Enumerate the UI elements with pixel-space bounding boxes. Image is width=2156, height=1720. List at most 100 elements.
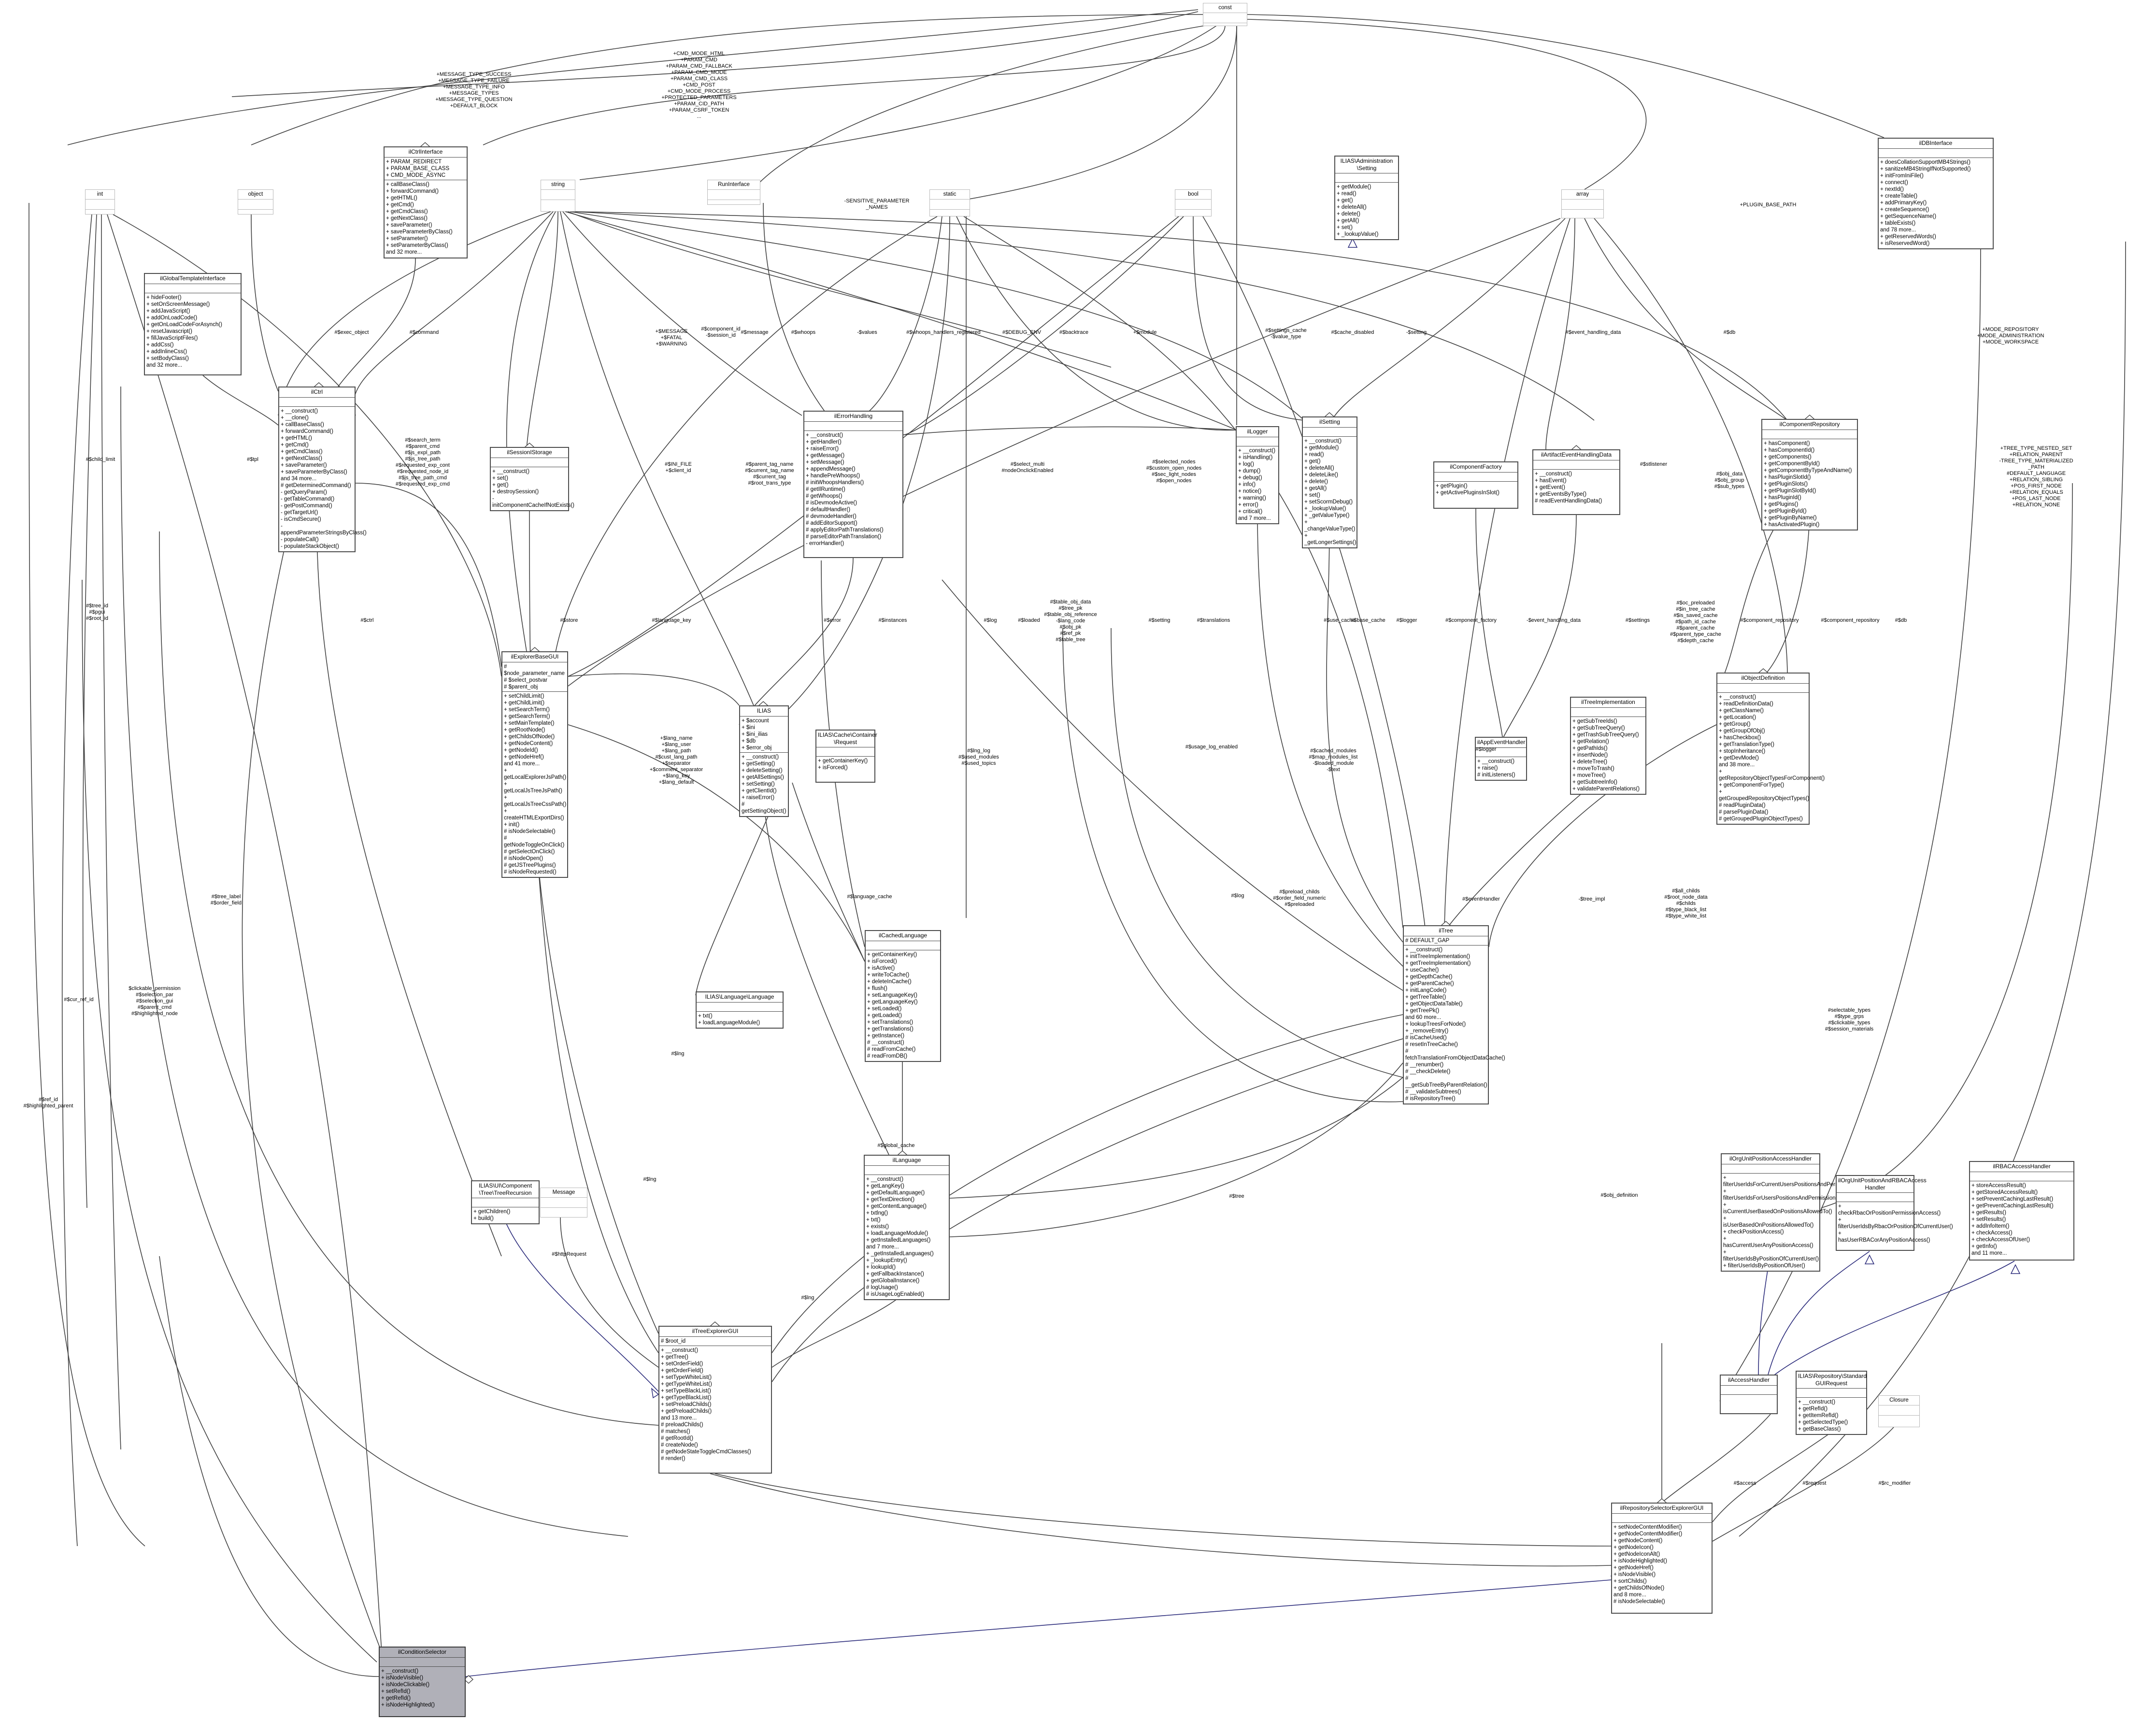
edge-label-l78: #selectable_types #$type_grps #$clickabl… — [1825, 1007, 1874, 1032]
uml-class-static[interactable]: static — [929, 189, 970, 216]
uml-class-array[interactable]: array — [1561, 189, 1604, 218]
edge-label-l60: -$tree_impl — [1578, 896, 1605, 902]
uml-class-ilExplorerBaseGUI[interactable]: ilExplorerBaseGUI# $node_parameter_name … — [501, 651, 568, 878]
edge-label-l75: #$cur_ref_id — [64, 997, 94, 1003]
uml-class-ilConditionSelector[interactable]: ilConditionSelector+ __construct() + isN… — [379, 1647, 466, 1717]
uml-class-ILIAS[interactable]: ILIAS+ $account + $ini + $ini_ilias + $d… — [739, 705, 789, 817]
uml-class-ilSetting[interactable]: ilSetting+ __construct() + getModule() +… — [1302, 416, 1357, 548]
uml-class-Closure[interactable]: Closure — [1878, 1395, 1920, 1427]
uml-class-ilAppEventHandler[interactable]: ilAppEventHandler+ __construct() + raise… — [1475, 737, 1527, 781]
uml-class-ilObjectDefinition[interactable]: ilObjectDefinition+ __construct() + read… — [1716, 673, 1825, 825]
uml-class-ilRBACAccessHandler[interactable]: ilRBACAccessHandler + storeAccessResult()… — [1969, 1161, 2074, 1261]
uml-class-ilRepositoryStandardGUIRequest[interactable]: ILIAS\Repository\Standard GUIRequest+ __… — [1796, 1371, 1867, 1435]
uml-class-ilRepositorySelectorExplorerGUI[interactable]: ilRepositorySelectorExplorerGUI+ setNode… — [1611, 1503, 1713, 1614]
uml-class-ilLogger[interactable]: ilLogger+ __construct() + isHandling() +… — [1236, 426, 1279, 524]
class-operations: + __construct() + getTree() + setOrderFi… — [661, 1347, 751, 1462]
edge-label-l5: +MODE_REPOSITORY +MODE_ADMINISTRATION +M… — [1977, 327, 2044, 345]
edge-label-l44: -$event_handling_data — [1527, 617, 1581, 623]
uml-class-ilComponentFactory[interactable]: ilComponentFactory + getPlugin() + getAct… — [1433, 461, 1518, 509]
edge-label-l22: #$child_limit — [86, 457, 115, 462]
class-attributes — [1562, 200, 1603, 210]
class-title: object — [238, 190, 273, 200]
class-title: ilLogger — [1237, 427, 1278, 437]
class-attributes — [1612, 1514, 1712, 1523]
uml-class-ilCtrlInterface[interactable]: ilCtrlInterface+ PARAM_REDIRECT + PARAM_… — [384, 146, 468, 258]
uml-class-ilTreeImplementation[interactable]: ilTreeImplementation+ getSubTreeIds() + … — [1570, 697, 1646, 795]
edge-label-l50: +TREE_TYPE_NESTED_SET +RELATION_PARENT -… — [1999, 445, 2073, 508]
uml-class-ilLanguage[interactable]: ilLanguage+ __construct() + getLangKey()… — [864, 1155, 950, 1300]
uml-class-bool[interactable]: bool — [1175, 189, 1212, 216]
uml-class-ilAccessHandler[interactable]: ilAccessHandler — [1720, 1375, 1778, 1414]
class-attributes — [1879, 1405, 1919, 1416]
class-attributes — [930, 200, 970, 210]
uml-class-ilLanguageLanguage[interactable]: ILIAS\Language\Language+ txt() + loadLan… — [696, 991, 784, 1029]
uml-class-int[interactable]: int — [85, 189, 115, 215]
edge-label-l32: #$store — [560, 617, 578, 623]
uml-class-ilCtrl[interactable]: ilCtrl+ __construct() + __clone() + call… — [278, 387, 367, 552]
class-attributes — [86, 200, 114, 210]
uml-class-object[interactable]: object — [238, 189, 273, 215]
class-attributes — [865, 1166, 949, 1175]
uml-class-ilOrgUnitPositionAccessHandler[interactable]: ilOrgUnitPositionAccessHandler+ filterUs… — [1721, 1153, 1858, 1272]
edge-label-l70: #$httpRequest — [552, 1251, 586, 1257]
edge-label-l34: #$error — [824, 617, 841, 623]
class-operations: + checkRbacOrPositionPermissionAccess() … — [1838, 1204, 1953, 1244]
edge-label-l35: #$instances — [878, 617, 907, 623]
uml-class-ilDBInterface[interactable]: ilDBInterface+ doesCollationSupportMB4St… — [1878, 138, 1994, 249]
uml-class-ilTreeExplorerGUI[interactable]: ilTreeExplorerGUI# $root_id+ __construct… — [658, 1326, 772, 1474]
edge-label-l10: #$message — [741, 330, 769, 335]
class-attributes — [1717, 684, 1809, 693]
class-operations: + getPlugin() + getActivePluginsInSlot() — [1436, 483, 1499, 496]
class-attributes — [1879, 149, 1993, 158]
edge-label-l8: #$component_id -$session_id — [701, 326, 741, 338]
uml-class-RunInterface[interactable]: RunInterface — [707, 180, 760, 205]
class-operations: + __construct() + getRefId() + getItemRe… — [1798, 1399, 1848, 1433]
edge-label-l29: #$stlistener — [1640, 461, 1668, 467]
class-operations — [238, 210, 273, 212]
class-title: ilArtifactEventHandlingData — [1533, 450, 1619, 460]
edge-label-l59: #$logger — [1475, 746, 1497, 752]
edge-label-l7: #$command — [409, 330, 439, 335]
class-attributes — [1175, 200, 1211, 210]
uml-class-ilErrorHandling[interactable]: ilErrorHandling+ __construct() + getHand… — [803, 411, 903, 558]
edge-label-l66: #$lng — [671, 1051, 685, 1057]
class-title: ilRBACAccessHandler — [1970, 1162, 2073, 1172]
edge-label-l46: #$oc_preloaded #$in_tree_cache #$is_save… — [1670, 600, 1721, 644]
edge-label-l15: #$backtrace — [1059, 330, 1088, 335]
class-attributes — [816, 747, 874, 757]
uml-class-ilGlobalTemplateInterface[interactable]: ilGlobalTemplateInterface+ hideFooter() … — [144, 273, 242, 375]
class-operations — [541, 1208, 587, 1210]
edge-label-l56: #$lng_log #$used_modules #$used_topics — [958, 748, 999, 766]
class-attributes — [1434, 473, 1517, 482]
edge-label-l21: #$db — [1723, 330, 1736, 335]
uml-class-string[interactable]: string — [541, 180, 575, 212]
uml-class-ilArtifactEventHandlingData[interactable]: ilArtifactEventHandlingData+ __construct… — [1532, 449, 1620, 515]
class-operations — [1203, 23, 1247, 26]
edge-label-l26: #$parent_tag_name #$current_tag_name #$c… — [745, 461, 794, 486]
uml-class-ilCacheContainerRequest[interactable]: ILIAS\Cache\Container \Request+ getConta… — [815, 730, 877, 783]
edge-label-l62: #$eventHandler — [1462, 896, 1500, 902]
class-operations — [1721, 1395, 1777, 1397]
class-title: ilComponentFactory — [1434, 462, 1517, 473]
uml-class-ilComponentRepository[interactable]: ilComponentRepository+ hasComponent() + … — [1761, 419, 1858, 530]
edge-label-l11: #$whoops — [791, 330, 816, 335]
uml-class-const[interactable]: const — [1203, 3, 1247, 27]
uml-class-Message[interactable]: Message — [540, 1188, 587, 1218]
edge-label-l31: #$ctrl — [360, 617, 374, 623]
edge-label-l40: #$translations — [1197, 617, 1230, 623]
uml-class-ilSessionIStorage[interactable]: ilSessionIStorage+ __construct() + set()… — [490, 447, 574, 511]
edge-label-l64: #$preload_childs #$order_field_numeric #… — [1273, 889, 1326, 907]
uml-class-ilUIComponentTreeRecursion[interactable]: ILIAS\UI\Component \Tree\TreeRecursion+ … — [471, 1180, 540, 1225]
uml-class-ilOrgUnitPositionAndRBACAccessHandler[interactable]: ilOrgUnitPositionAndRBACAccess Handler+ … — [1836, 1175, 1953, 1251]
class-attributes — [279, 398, 355, 407]
class-operations: + storeAccessResult() + getStoredAccessR… — [1971, 1182, 2054, 1256]
uml-class-ilCachedLanguage[interactable]: ilCachedLanguage+ getContainerKey() + is… — [865, 930, 941, 1062]
class-attributes — [1762, 430, 1857, 439]
uml-class-ilTree[interactable]: ilTree# DEFAULT_GAP+ __construct() + ini… — [1403, 925, 1505, 1104]
class-title: ilTree — [1404, 926, 1488, 936]
class-attributes — [1722, 1164, 1819, 1174]
class-operations: + setNodeContentModifier() + getNodeCont… — [1613, 1524, 1683, 1605]
class-operations — [541, 200, 575, 202]
uml-class-ilAdministrationSetting[interactable]: ILIAS\Administration \Setting+ getModule… — [1334, 156, 1399, 241]
class-operations — [708, 200, 760, 202]
